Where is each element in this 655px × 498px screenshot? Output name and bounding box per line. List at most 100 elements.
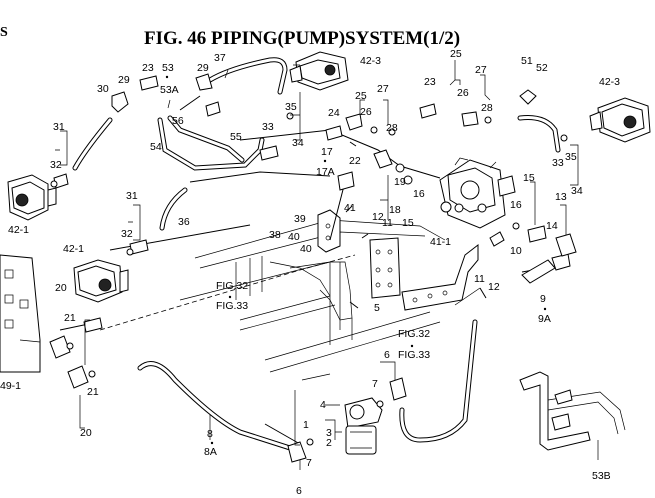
callout-label: 8 <box>207 428 213 440</box>
leader-lines <box>55 60 599 470</box>
callout-label: 26 <box>457 87 469 99</box>
callout-label: 23 <box>424 76 436 88</box>
callout-label: 29 <box>118 74 130 86</box>
callout-label: 10 <box>510 245 522 257</box>
callout-label: 16 <box>413 188 425 200</box>
callout-label: 28 <box>386 122 398 134</box>
page-marker: S <box>0 25 8 40</box>
callout-label: FIG.33 <box>398 349 430 361</box>
callout-label: 7 <box>372 378 378 390</box>
callout-label: 9A <box>538 313 551 325</box>
callout-label: 28 <box>481 102 493 114</box>
callout-label: 40 <box>300 243 312 255</box>
callout-label: 16 <box>510 199 522 211</box>
pump-42-3-top <box>289 51 349 91</box>
callout-label: 17A <box>316 166 335 178</box>
callout-label: 41 <box>344 202 356 214</box>
callout-label: 5 <box>374 302 380 314</box>
callout-label: 34 <box>292 137 304 149</box>
hoses-and-pipes <box>59 57 561 451</box>
callout-label: 6 <box>296 485 302 497</box>
callout-label: 31 <box>126 190 138 202</box>
callout-label: 35 <box>285 101 297 113</box>
valve-block <box>317 209 341 253</box>
callout-label: 11 <box>474 273 485 285</box>
callout-label: 1 <box>303 419 309 431</box>
callout-label: 41-1 <box>430 236 451 248</box>
callout-label: 7 <box>306 457 312 469</box>
bracket-plates <box>369 237 479 311</box>
pump-42-3-right <box>589 97 651 143</box>
callout-label: 56 <box>172 115 184 127</box>
oil-filter <box>344 397 383 455</box>
callout-label: FIG.32 <box>398 328 430 340</box>
callout-label: 13 <box>555 191 567 203</box>
callout-label: 27 <box>475 64 487 76</box>
callout-label: 15 <box>402 217 414 229</box>
callout-label: 42-3 <box>360 55 381 67</box>
callout-label: FIG.32 <box>216 280 248 292</box>
callout-label: 34 <box>571 185 583 197</box>
callout-label: 25 <box>355 90 367 102</box>
callout-label: 51 <box>521 55 533 67</box>
callout-label: 24 <box>328 107 340 119</box>
callout-label: 53A <box>160 84 179 96</box>
callout-label: 52 <box>536 62 548 74</box>
callout-label: 21 <box>87 386 99 398</box>
callout-label: 4 <box>320 399 326 411</box>
callout-label: 14 <box>546 220 558 232</box>
main-pump-assembly <box>439 157 516 229</box>
callout-label: 42-1 <box>8 224 29 236</box>
callout-label: 32 <box>121 228 133 240</box>
callout-label: 35 <box>565 151 577 163</box>
callout-label: 29 <box>197 62 209 74</box>
callout-label: 12 <box>372 211 384 223</box>
callout-label: 32 <box>50 159 62 171</box>
callout-label: 20 <box>55 282 67 294</box>
callout-label: 38 <box>269 229 281 241</box>
callout-label: 36 <box>178 216 190 228</box>
callout-label: 20 <box>80 427 92 439</box>
callout-label: 26 <box>360 106 372 118</box>
callout-label: 17 <box>321 146 333 158</box>
callout-label: 27 <box>377 83 389 95</box>
variant-dots <box>165 75 547 445</box>
callout-label: 42-1 <box>63 243 84 255</box>
callout-label: 40 <box>288 231 300 243</box>
callout-label: 55 <box>230 131 242 143</box>
callout-label: 42-3 <box>599 76 620 88</box>
callout-label: 2 <box>326 437 332 449</box>
callout-label: 54 <box>150 141 162 153</box>
callout-label: 33 <box>552 157 564 169</box>
callout-label: 49-1 <box>0 380 21 392</box>
pump-42-1-center <box>73 259 129 303</box>
callout-label: 22 <box>349 155 361 167</box>
callout-label: 8A <box>204 446 217 458</box>
callout-label: 21 <box>64 312 76 324</box>
callout-label: 39 <box>294 213 306 225</box>
callout-labels: 23 53 53A 29 37 29 30 42-3 25 27 51 52 4… <box>0 48 620 497</box>
callout-label: 37 <box>214 52 226 64</box>
pipe-9 <box>521 253 571 284</box>
callout-label: 53B <box>592 470 611 482</box>
callout-label: 3 <box>326 427 332 439</box>
left-frame-panel <box>0 254 41 373</box>
callout-label: 15 <box>523 172 535 184</box>
chassis-frame <box>179 219 446 381</box>
callout-label: 6 <box>384 349 390 361</box>
callout-label: 25 <box>450 48 462 60</box>
callout-label: 12 <box>488 281 500 293</box>
callout-label: 19 <box>394 176 406 188</box>
callout-label: 18 <box>389 204 401 216</box>
bracket-53b <box>519 371 626 451</box>
callout-label: 23 <box>142 62 154 74</box>
callout-label: 30 <box>97 83 109 95</box>
callout-label: 11 <box>382 217 393 229</box>
callout-label: 9 <box>540 293 546 305</box>
callout-label: 31 <box>53 121 65 133</box>
callout-label: 33 <box>262 121 274 133</box>
fittings <box>49 73 577 463</box>
figure-title: FIG. 46 PIPING(PUMP)SYSTEM(1/2) <box>144 28 460 49</box>
callout-label: 53 <box>162 62 174 74</box>
